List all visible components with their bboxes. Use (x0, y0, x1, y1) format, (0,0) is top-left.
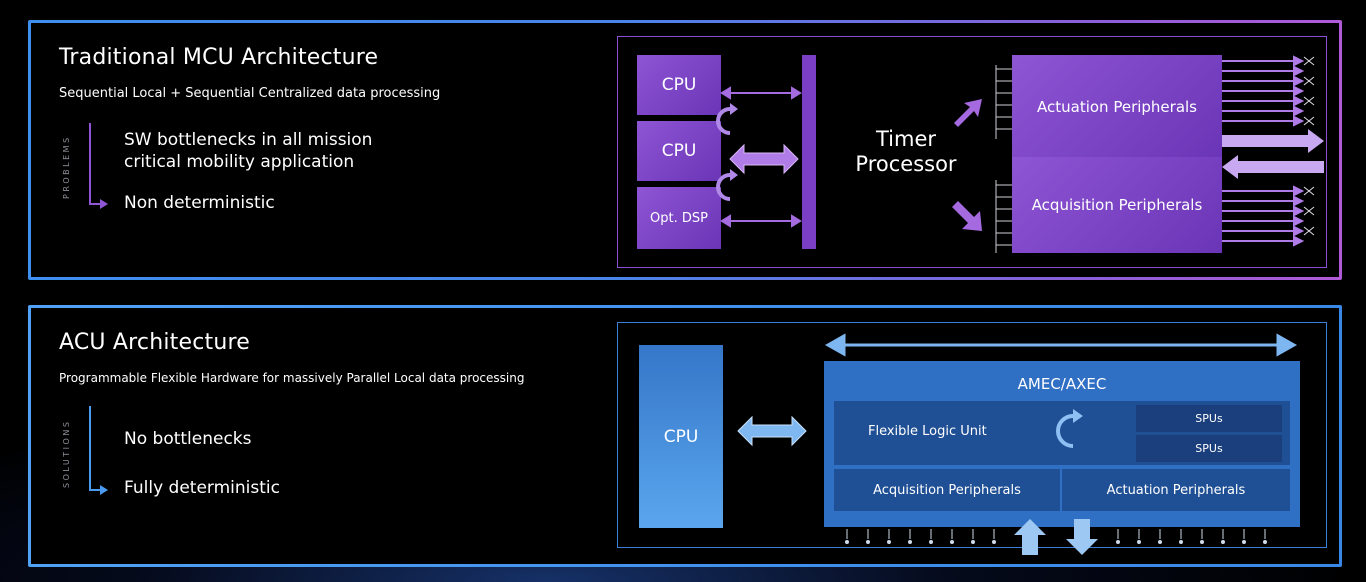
solution-point-1: No bottlenecks (124, 429, 252, 449)
acu-actuation-label: Actuation Peripherals (1106, 482, 1246, 498)
problem-point-1: SW bottlenecks in all mission critical m… (124, 130, 373, 172)
mcu-cpu-2-label: CPU (661, 141, 697, 161)
bullet-bracket-line (89, 406, 91, 491)
mcu-bus-bar (802, 55, 816, 249)
mcu-dsp-box: Opt. DSP (637, 187, 721, 249)
mcu-actuation-label: Actuation Peripherals (1037, 98, 1197, 116)
panel-title: Traditional MCU Architecture (59, 45, 379, 70)
bullet-arrowhead (100, 199, 108, 209)
mcu-diagram-arrows (716, 55, 1324, 253)
acu-diagram-arrows (737, 333, 1298, 555)
acu-actuation-peripherals-box: Actuation Peripherals (1062, 469, 1290, 511)
traditional-mcu-panel: Traditional MCU Architecture Sequential … (28, 20, 1342, 280)
amec-axec-block: AMEC/AXEC Flexible Logic Unit SPUs SPUs … (824, 361, 1300, 527)
panel-title: ACU Architecture (59, 330, 251, 355)
mcu-cpu-2-box: CPU (637, 121, 721, 181)
mcu-acquisition-label: Acquisition Peripherals (1031, 196, 1203, 214)
mcu-actuation-peripherals-box: Actuation Peripherals (1012, 55, 1222, 159)
spu-box-1: SPUs (1136, 405, 1282, 432)
amec-axec-label: AMEC/AXEC (1017, 375, 1107, 393)
mcu-dsp-label: Opt. DSP (650, 210, 708, 226)
panel-subtitle: Programmable Flexible Hardware for massi… (59, 371, 525, 385)
acu-acquisition-label: Acquisition Peripherals (873, 482, 1021, 498)
spu-label-1: SPUs (1195, 412, 1223, 425)
timer-processor-label: Timer Processor (855, 127, 957, 176)
bullet-bracket-arrow (89, 489, 101, 491)
flexible-logic-unit-label: Flexible Logic Unit (868, 424, 987, 439)
acu-acquisition-peripherals-box: Acquisition Peripherals (834, 469, 1060, 511)
acu-cpu-box: CPU (639, 345, 723, 528)
acu-architecture-panel: ACU Architecture Programmable Flexible H… (28, 305, 1342, 567)
bullet-arrowhead (100, 485, 108, 495)
mcu-cpu-1-label: CPU (661, 75, 697, 95)
spu-box-2: SPUs (1136, 435, 1282, 462)
solutions-label: SOLUTIONS (62, 419, 71, 488)
bullet-bracket-arrow (89, 203, 101, 205)
bullet-bracket-line (89, 123, 91, 205)
problem-point-2: Non deterministic (124, 193, 275, 213)
acu-diagram: CPU AMEC/AXEC Flexible Logic Unit SPUs S… (617, 322, 1327, 555)
mcu-acquisition-peripherals-box: Acquisition Peripherals (1012, 157, 1222, 253)
problems-label: PROBLEMS (62, 135, 71, 199)
spu-label-2: SPUs (1195, 442, 1223, 455)
mcu-cpu-1-box: CPU (637, 55, 721, 115)
panel-subtitle: Sequential Local + Sequential Centralize… (59, 86, 441, 101)
acu-cpu-label: CPU (663, 426, 699, 447)
solution-point-2: Fully deterministic (124, 478, 280, 498)
mcu-diagram: CPU CPU Opt. DSP (617, 36, 1327, 268)
